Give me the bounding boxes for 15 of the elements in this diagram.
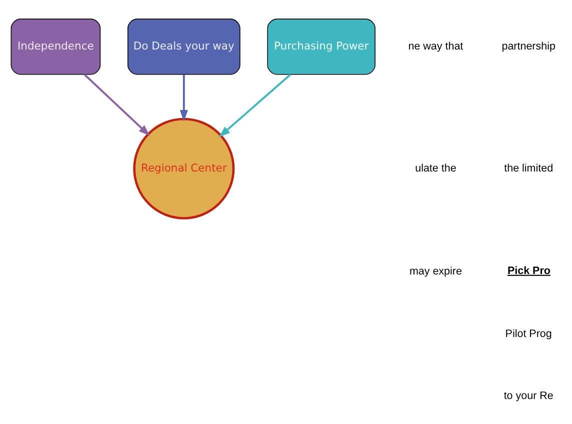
label: partnership — [502, 40, 556, 53]
label: the limited — [504, 162, 554, 174]
label: may expire — [409, 266, 462, 278]
label: ulate the — [415, 162, 456, 174]
label: Pick Pro — [507, 264, 550, 277]
arrow — [218, 74, 292, 138]
node-box: Purchasing Power — [267, 18, 376, 75]
label: to your Re — [504, 390, 554, 402]
arrow — [180, 74, 188, 122]
node-box: Independence — [10, 18, 101, 75]
node-box: Do Deals your way — [127, 18, 240, 75]
label: ne way that — [408, 40, 464, 53]
arrow — [84, 74, 150, 136]
node-circle: Regional Center — [133, 118, 235, 220]
label: Pilot Prog — [505, 328, 552, 340]
